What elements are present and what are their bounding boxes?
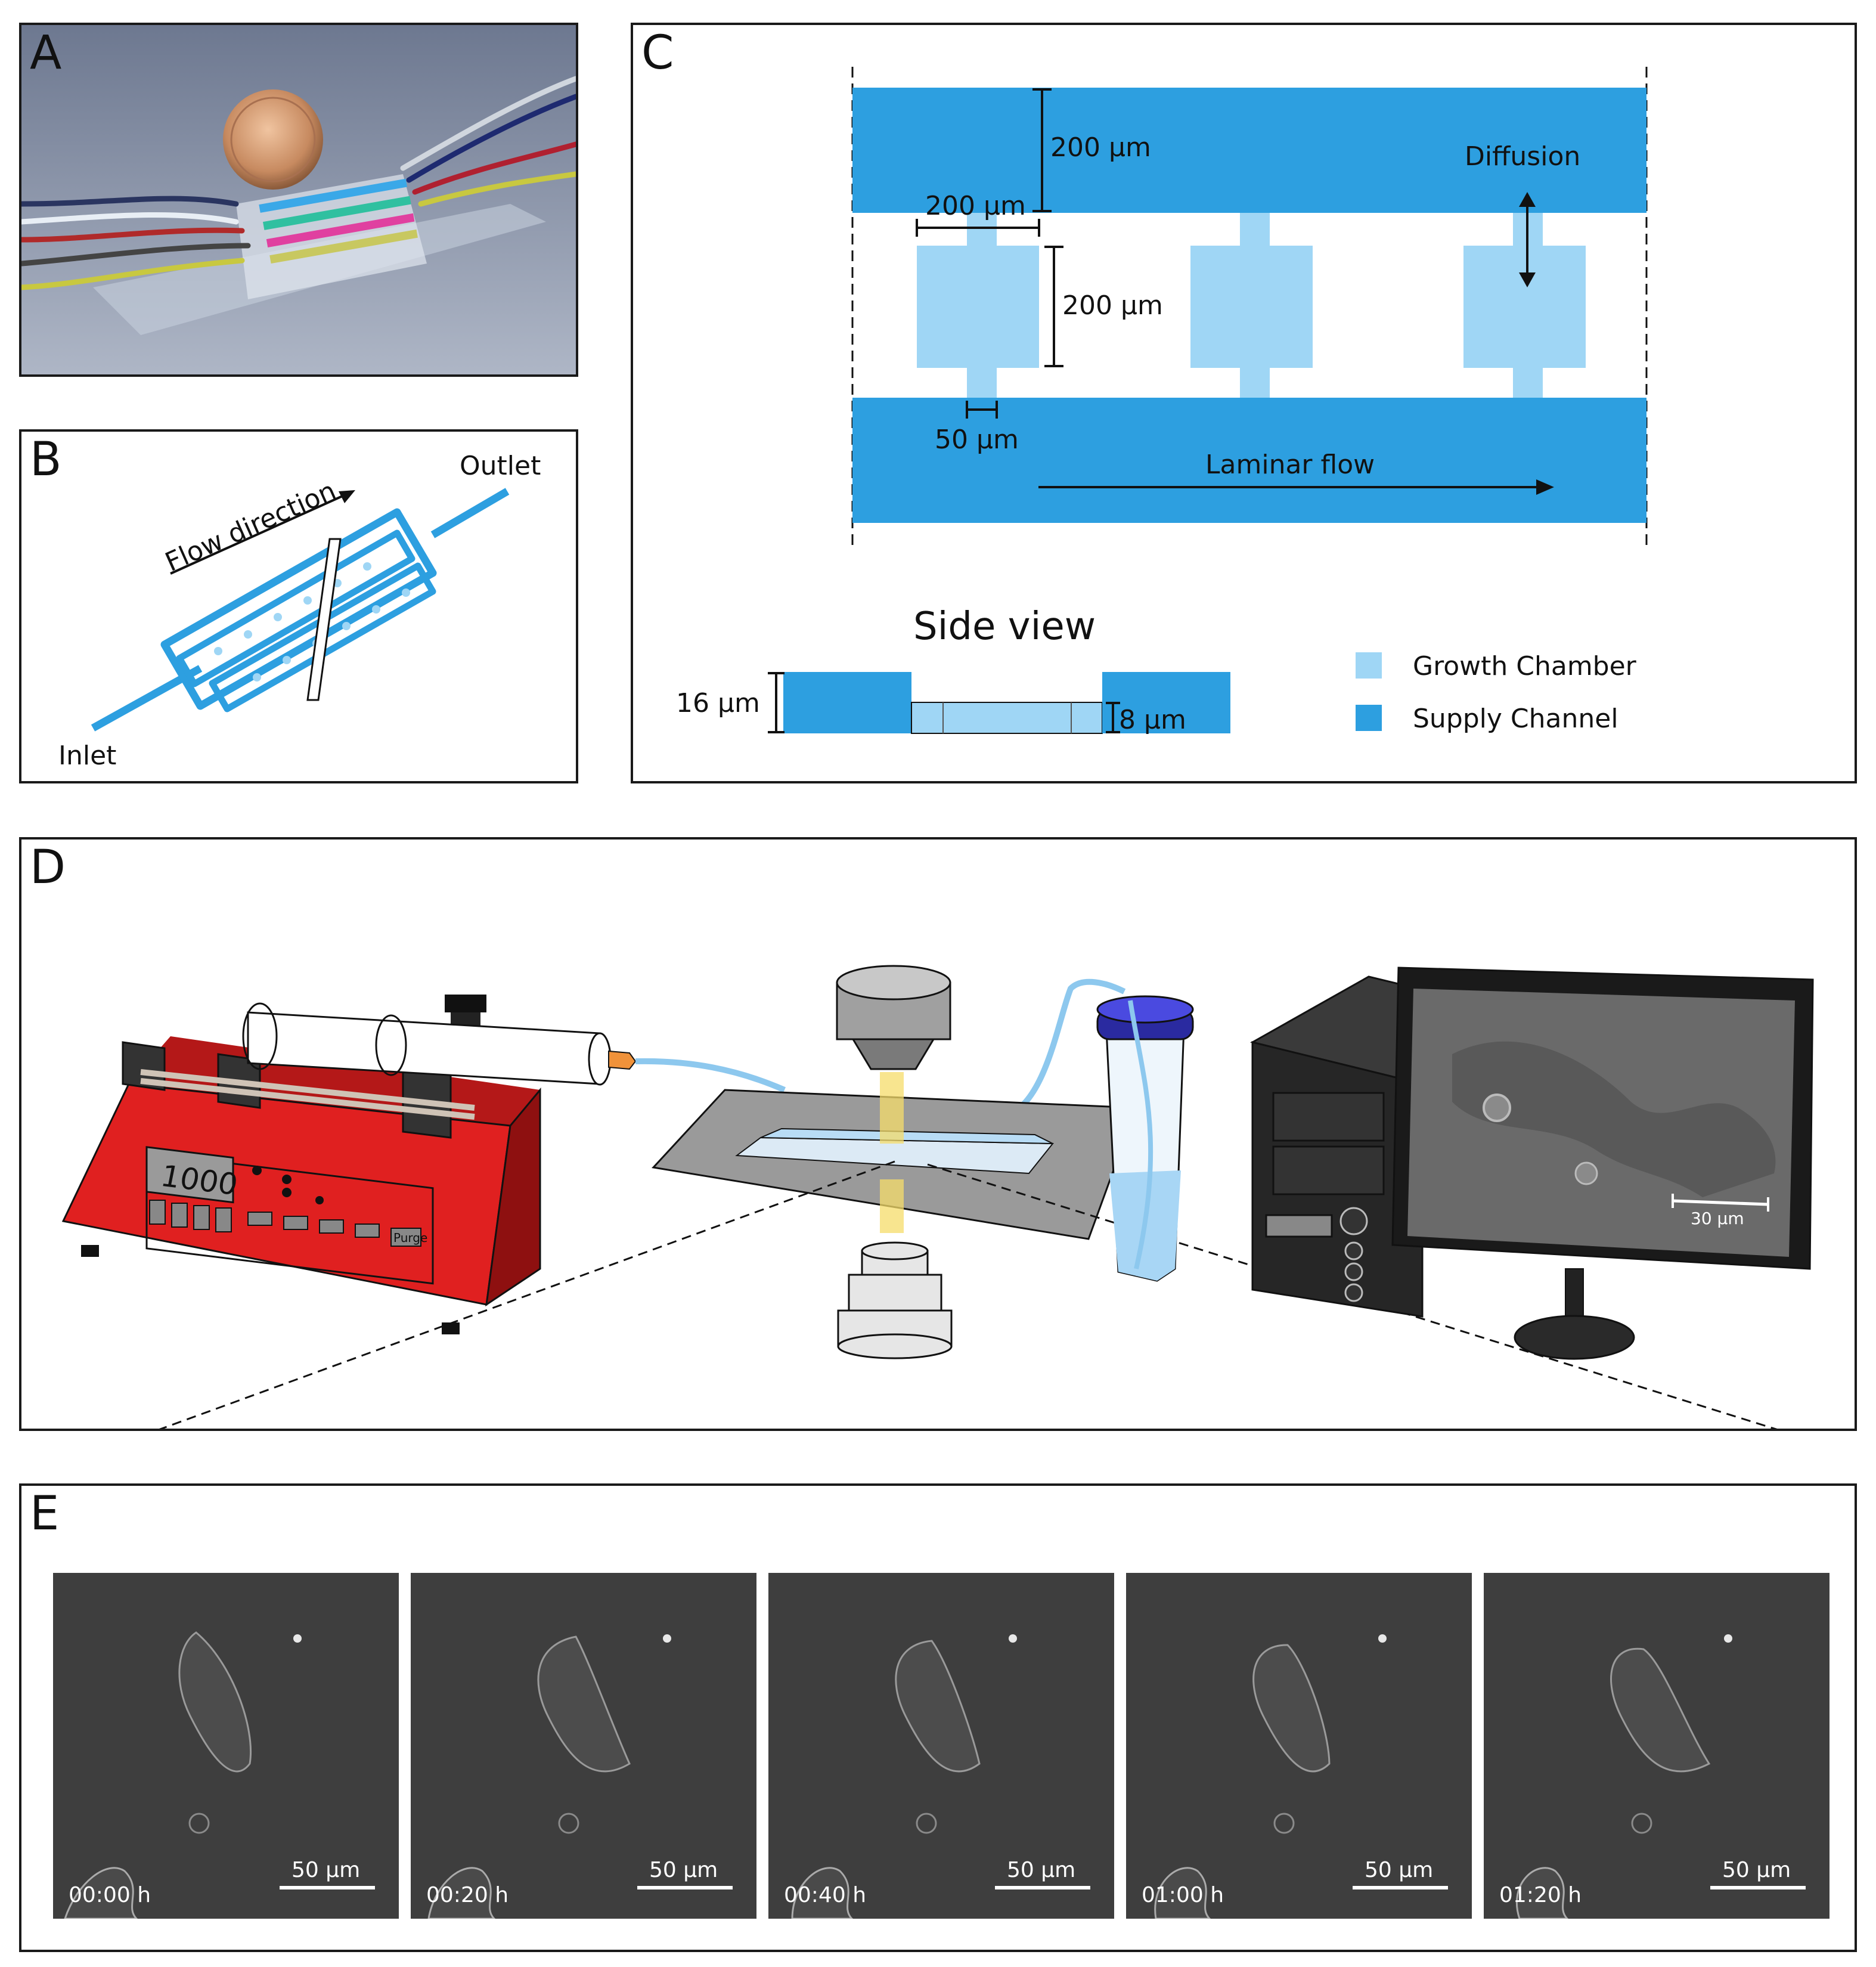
- legend-label-growth: Growth Chamber: [1413, 651, 1637, 682]
- panel-b: Flow direction Outlet Inlet B: [19, 429, 578, 783]
- diffusion-text: Diffusion: [1465, 141, 1580, 172]
- frame-timestamp: 00:40 h: [784, 1883, 866, 1907]
- syringe-pump: 1000 Purge: [61, 995, 637, 1334]
- monitor-scale-text: 30 µm: [1691, 1209, 1744, 1228]
- timelapse-frame: 00:00 h 50 µm: [53, 1573, 399, 1919]
- legend-swatch-growth: [1356, 652, 1382, 679]
- frame-scale-label: 50 µm: [1722, 1858, 1791, 1882]
- laminar-flow-text: Laminar flow: [1205, 450, 1375, 480]
- timelapse-frame: 00:40 h 50 µm: [768, 1573, 1114, 1919]
- frame-timestamp: 01:00 h: [1142, 1883, 1224, 1907]
- timelapse-strip: 00:00 h 50 µm 00:20 h 50 µm 00:40 h 50 µm 0…: [53, 1573, 1830, 1925]
- frame-timestamp: 01:20 h: [1499, 1883, 1582, 1907]
- frame-scale-label: 50 µm: [1007, 1858, 1075, 1882]
- chip-photo: [21, 25, 576, 374]
- panel-d-label: D: [30, 841, 66, 894]
- dim-chamber-width: 200 µm: [925, 191, 1026, 221]
- setup-illustration: 1000 Purge: [61, 965, 1814, 1429]
- timelapse-frame: 01:00 h 50 µm: [1126, 1573, 1472, 1919]
- panel-e: E 00:00 h 50 µm 00:20 h 50 µm 00:40 h 50 µm: [19, 1483, 1857, 1952]
- supply-channel-top: [852, 88, 1646, 213]
- panel-a-label: A: [30, 26, 62, 80]
- supply-channel-bottom: [852, 398, 1646, 523]
- panel-b-label: B: [30, 433, 62, 487]
- timelapse-frame: 01:20 h 50 µm: [1484, 1573, 1830, 1919]
- frame-scale-label: 50 µm: [649, 1858, 718, 1882]
- legend-swatch-supply: [1356, 705, 1382, 731]
- frame-timestamp: 00:00 h: [69, 1883, 151, 1907]
- dim-supply-height: 200 µm: [1050, 132, 1151, 163]
- panel-e-label: E: [30, 1487, 60, 1541]
- frame-timestamp: 00:20 h: [426, 1883, 508, 1907]
- reservoir-tube: [1096, 995, 1194, 1282]
- timelapse-frame: 00:20 h 50 µm: [411, 1573, 756, 1919]
- frame-scale-label: 50 µm: [292, 1858, 360, 1882]
- purge-text: Purge: [393, 1231, 427, 1245]
- frame-scale-label: 50 µm: [1365, 1858, 1433, 1882]
- monitor: 30 µm: [1391, 967, 1814, 1360]
- side-dim-16: 16 µm: [676, 688, 760, 718]
- legend-label-supply: Supply Channel: [1413, 704, 1618, 734]
- dim-chamber-height: 200 µm: [1062, 290, 1163, 321]
- panel-d: 1000 Purge: [19, 837, 1857, 1431]
- panel-c: 200 µm 200 µm 200 µm 50 µm Diffusion Lam…: [631, 23, 1857, 783]
- outlet-text: Outlet: [460, 451, 541, 481]
- dim-connector-width: 50 µm: [935, 425, 1019, 455]
- inlet-text: Inlet: [58, 741, 116, 771]
- flow-arrow: [170, 493, 347, 575]
- panel-c-label: C: [641, 26, 674, 80]
- chamber-geometry: 200 µm 200 µm 200 µm 50 µm Diffusion Lam…: [676, 67, 1648, 735]
- panel-a: A: [19, 23, 578, 377]
- channel-schematic: Flow direction Outlet Inlet: [58, 451, 541, 771]
- side-dim-8: 8 µm: [1119, 705, 1186, 735]
- side-view-title: Side view: [913, 605, 1096, 649]
